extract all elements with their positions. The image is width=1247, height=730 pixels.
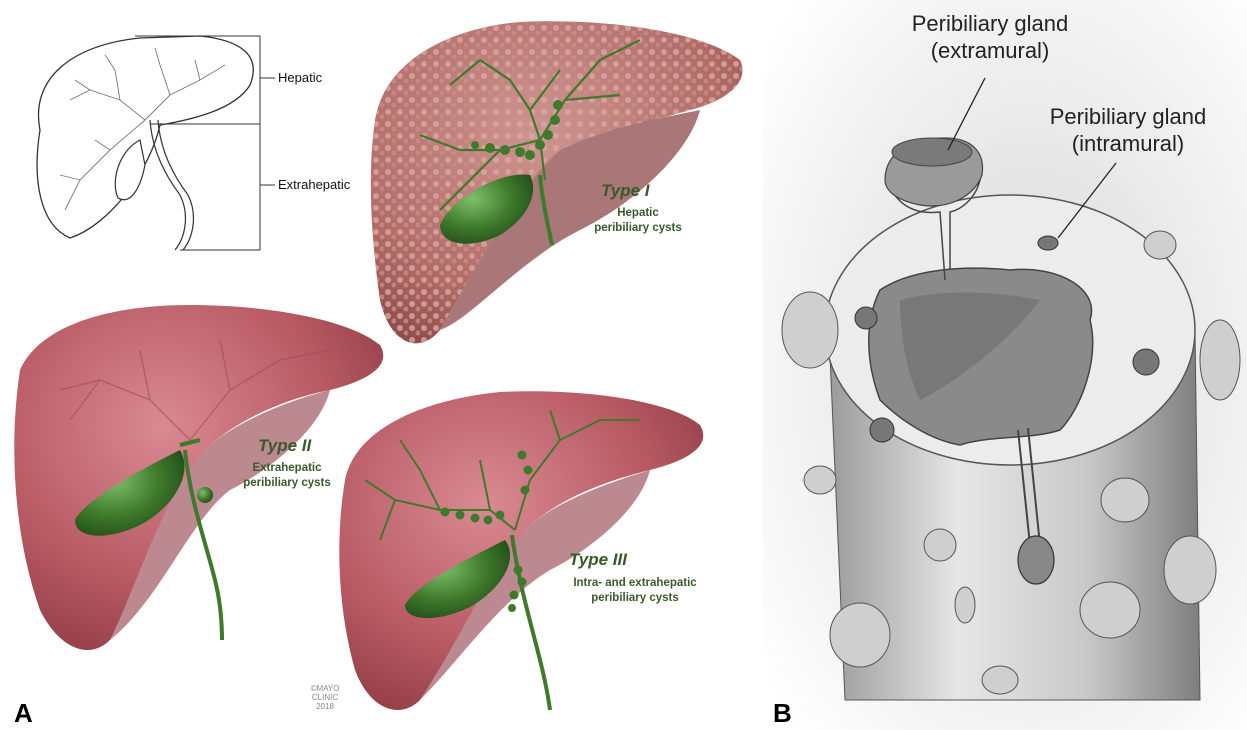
copyright-line1: ©MAYO xyxy=(300,684,350,693)
type3-subtitle-line1: Intra- and extrahepatic xyxy=(560,576,710,591)
copyright-line2: CLINIC xyxy=(300,693,350,702)
type1-subtitle: Hepatic peribiliary cysts xyxy=(578,206,698,236)
type3-subtitle: Intra- and extrahepatic peribiliary cyst… xyxy=(560,576,710,606)
extrahepatic-label: Extrahepatic xyxy=(278,177,350,192)
intramural-line1: Peribiliary gland xyxy=(1028,103,1228,130)
intramural-line2: (intramural) xyxy=(1028,130,1228,157)
extramural-line2: (extramural) xyxy=(900,37,1080,64)
type1-subtitle-line1: Hepatic xyxy=(578,206,698,221)
copyright-line3: 2018 xyxy=(300,702,350,711)
hepatic-label: Hepatic xyxy=(278,70,322,85)
intramural-gland-label: Peribiliary gland (intramural) xyxy=(1028,103,1228,157)
type1-subtitle-line2: peribiliary cysts xyxy=(578,221,698,236)
type3-subtitle-line2: peribiliary cysts xyxy=(560,591,710,606)
extramural-gland-label: Peribiliary gland (extramural) xyxy=(900,10,1080,64)
extramural-line1: Peribiliary gland xyxy=(900,10,1080,37)
type2-title: Type II xyxy=(258,436,311,456)
schematic-liver xyxy=(37,36,275,250)
panel-a-letter: A xyxy=(14,698,33,729)
type1-title: Type I xyxy=(601,181,650,201)
type2-subtitle: Extrahepatic peribiliary cysts xyxy=(232,461,342,491)
type1-liver xyxy=(371,21,743,343)
copyright-mark: ©MAYO CLINIC 2018 xyxy=(300,684,350,711)
type2-subtitle-line2: peribiliary cysts xyxy=(232,476,342,491)
type3-liver xyxy=(339,391,703,710)
type3-title: Type III xyxy=(569,550,627,570)
panel-b-letter: B xyxy=(773,698,792,729)
type2-subtitle-line1: Extrahepatic xyxy=(232,461,342,476)
